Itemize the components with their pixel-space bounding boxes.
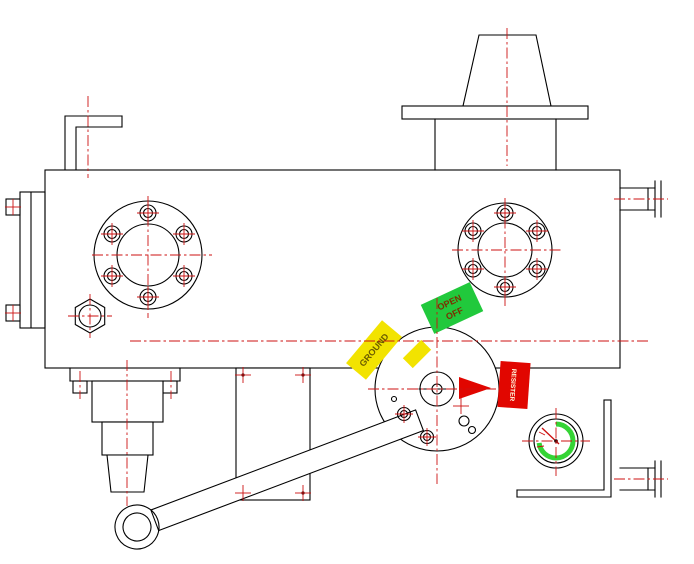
lever-handle [114, 409, 425, 550]
top-left-bracket [64, 115, 123, 171]
corner-angle-bracket [516, 399, 612, 498]
resister-label-text: RESISTER [508, 368, 517, 401]
small-yellow-tag [402, 339, 432, 369]
pointer-triangle [459, 377, 491, 399]
centerlines [68, 28, 668, 506]
resister-label: RESISTER [497, 361, 531, 409]
dial-fasteners [390, 395, 477, 447]
top-cone-assembly [401, 34, 589, 171]
open-off-label: OPEN OFF [420, 282, 484, 334]
